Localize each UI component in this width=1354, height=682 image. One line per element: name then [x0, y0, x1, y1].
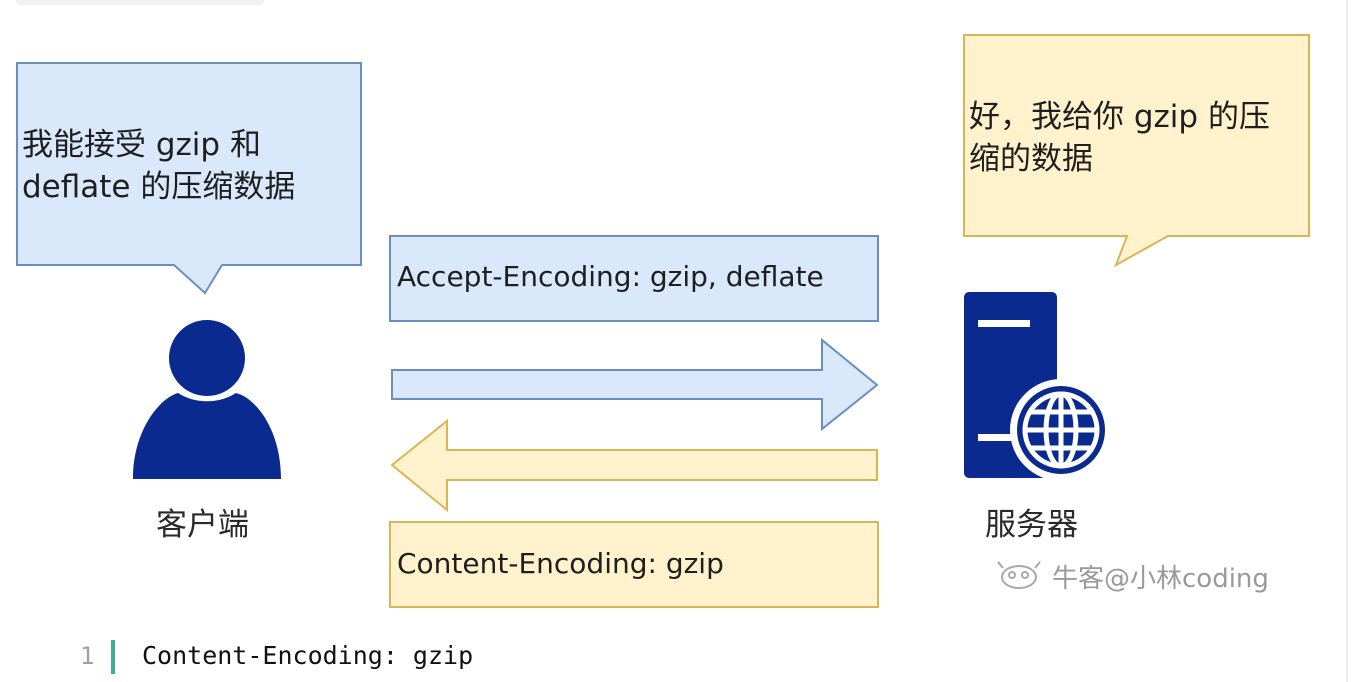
client-message-line-2: deflate 的压缩数据: [22, 169, 296, 205]
watermark-text: 牛客@小林coding: [1052, 564, 1269, 594]
client-speech-bubble: [16, 62, 362, 295]
server-label: 服务器: [985, 507, 1078, 543]
code-line-text[interactable]: Content-Encoding: gzip: [142, 641, 474, 670]
server-speech-bubble: [963, 34, 1310, 268]
request-arrow: [391, 337, 879, 432]
client-message-line-1: 我能接受 gzip 和: [22, 127, 261, 163]
response-header-box: [389, 521, 879, 608]
line-gutter-bar: [111, 640, 115, 674]
request-header-label: Accept-Encoding: gzip, deflate: [397, 260, 824, 293]
client-label: 客户端: [156, 507, 249, 543]
request-header-box: [389, 235, 879, 322]
line-number: 1: [80, 642, 95, 670]
right-divider: [1346, 0, 1348, 682]
client-message: 我能接受 gzip 和 deflate 的压缩数据: [22, 124, 295, 208]
top-tab: [16, 0, 264, 5]
code-block: 1 Content-Encoding: gzip: [0, 636, 1340, 680]
response-arrow: [390, 418, 878, 513]
server-message-line-2: 缩的数据: [969, 141, 1093, 177]
web-server-icon: [964, 292, 1112, 481]
server-message: 好，我给你 gzip 的压 缩的数据: [969, 96, 1270, 180]
nowcoder-logo-icon: [997, 561, 1041, 589]
response-header-label: Content-Encoding: gzip: [397, 547, 724, 580]
server-message-line-1: 好，我给你 gzip 的压: [969, 99, 1270, 135]
user-icon: [133, 320, 281, 479]
